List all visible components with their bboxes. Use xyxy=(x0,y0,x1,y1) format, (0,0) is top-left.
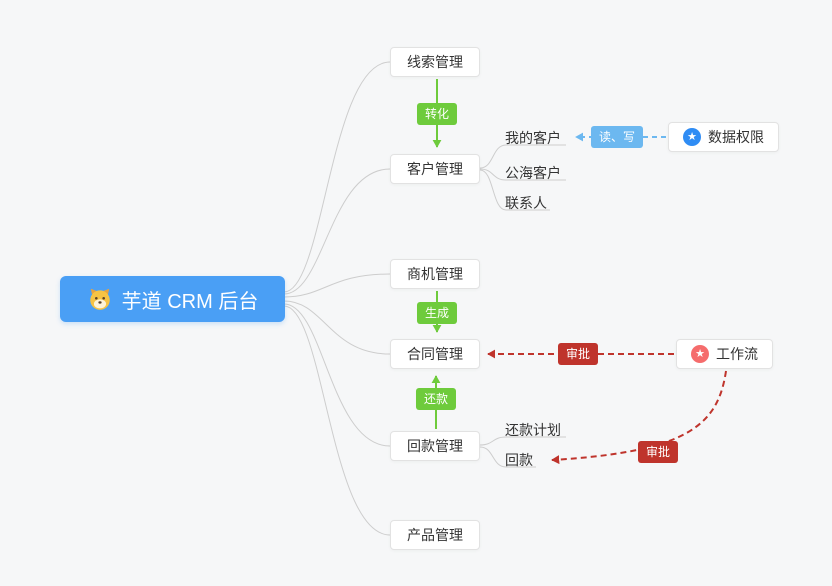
star-icon: ★ xyxy=(683,128,701,146)
edge-badge-approve-receivable: 审批 xyxy=(637,441,679,463)
leaf-contacts: 联系人 xyxy=(505,195,547,211)
leaf-repayment-plan: 还款计划 xyxy=(505,422,561,438)
node-label: 产品管理 xyxy=(407,527,463,543)
leaf-receivable: 回款 xyxy=(505,452,533,468)
connector-root-receivables xyxy=(283,303,391,447)
edge-badge-convert: 转化 xyxy=(416,103,458,125)
leaf-public-pool-customers: 公海客户 xyxy=(505,165,561,181)
connector-root-customers xyxy=(283,168,391,295)
edge-badge-read-write: 读、写 xyxy=(590,126,644,148)
connector-root-leads xyxy=(283,61,391,293)
connector-root-contracts xyxy=(283,300,391,355)
node-product-management: 产品管理 xyxy=(390,520,480,550)
node-lead-management: 线索管理 xyxy=(390,47,480,77)
node-label: 客户管理 xyxy=(407,161,463,177)
edge-badge-generate: 生成 xyxy=(416,302,458,324)
node-label: 线索管理 xyxy=(407,54,463,70)
node-label: 数据权限 xyxy=(708,129,764,145)
leaf-my-customers: 我的客户 xyxy=(505,130,561,146)
node-contract-management: 合同管理 xyxy=(390,339,480,369)
root-node: 芋道 CRM 后台 xyxy=(60,276,285,322)
node-data-permission: ★ 数据权限 xyxy=(668,122,779,152)
connector-root-opportunities xyxy=(283,273,391,298)
dog-icon xyxy=(89,288,110,310)
node-label: 商机管理 xyxy=(407,266,463,282)
edge-badge-repay: 还款 xyxy=(415,388,457,410)
node-customer-management: 客户管理 xyxy=(390,154,480,184)
node-workflow: ★ 工作流 xyxy=(676,339,773,369)
node-label: 回款管理 xyxy=(407,438,463,454)
star-icon: ★ xyxy=(691,345,709,363)
root-node-label: 芋道 CRM 后台 xyxy=(121,290,259,313)
node-receivable-management: 回款管理 xyxy=(390,431,480,461)
node-label: 工作流 xyxy=(716,346,758,362)
connector-root-products xyxy=(283,305,391,536)
node-opportunity-management: 商机管理 xyxy=(390,259,480,289)
edge-badge-approve-contract: 审批 xyxy=(557,343,599,365)
node-label: 合同管理 xyxy=(407,346,463,362)
